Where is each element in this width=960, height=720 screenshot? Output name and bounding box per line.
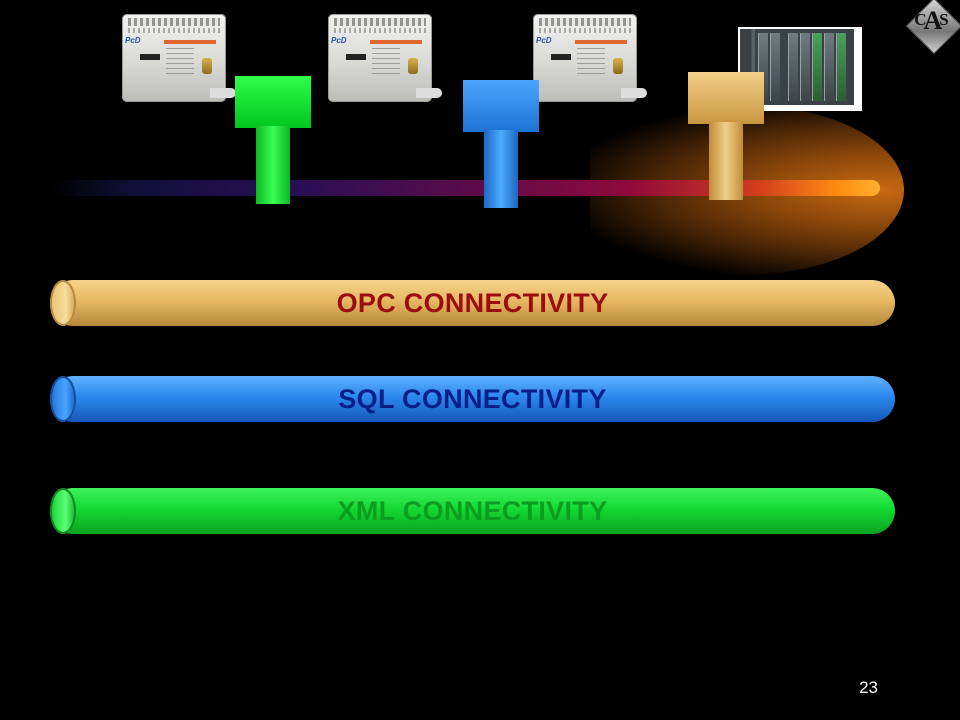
green-tee-connector xyxy=(235,76,311,128)
blue-tee-connector xyxy=(463,80,539,132)
sql-connectivity-pipe: SQL CONNECTIVITY xyxy=(50,376,895,422)
network-bus-line xyxy=(50,180,880,196)
plc-rack-image xyxy=(738,27,862,111)
opc-connectivity-pipe: OPC CONNECTIVITY xyxy=(50,280,895,326)
green-tee-stem xyxy=(256,126,290,204)
pcd-controller-3: PcD xyxy=(533,14,647,102)
pcd-controller-2: PcD xyxy=(328,14,442,102)
gold-tee-connector xyxy=(688,72,764,124)
gold-tee-stem xyxy=(709,122,743,200)
blue-tee-stem xyxy=(484,130,518,208)
opc-connectivity-label: OPC CONNECTIVITY xyxy=(336,288,609,318)
xml-connectivity-label: XML CONNECTIVITY xyxy=(337,496,608,526)
pcd-brand-logo: PcD xyxy=(331,36,347,45)
page-number: 23 xyxy=(859,678,878,697)
cas-logo: CAS xyxy=(902,0,960,56)
pcd-controller-1: PcD xyxy=(122,14,236,102)
sql-connectivity-label: SQL CONNECTIVITY xyxy=(338,384,607,414)
pcd-brand-logo: PcD xyxy=(125,36,141,45)
pcd-brand-logo: PcD xyxy=(536,36,552,45)
xml-connectivity-pipe: XML CONNECTIVITY xyxy=(50,488,895,534)
